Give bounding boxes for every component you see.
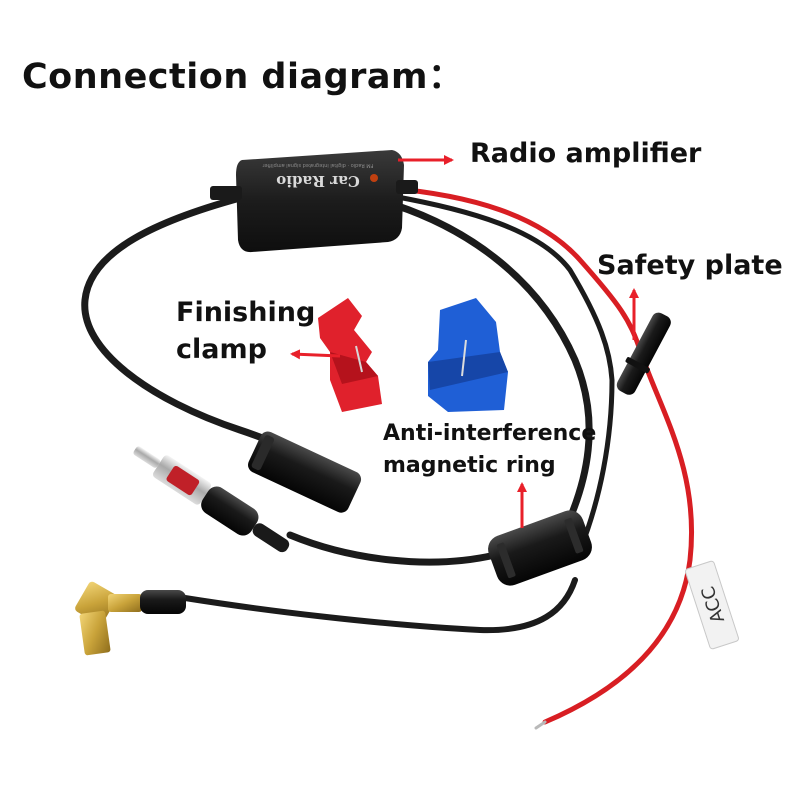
- acc-tag: ACC: [685, 560, 739, 650]
- magnetic-ring: [488, 510, 592, 586]
- fuse-holder: [616, 312, 671, 395]
- blue-finishing-clamp: [428, 298, 508, 412]
- amplifier-brand-text: Car Radio: [276, 172, 360, 190]
- label-safety-plate: Safety plate: [597, 250, 783, 281]
- din-cable: [286, 531, 499, 566]
- arrow-finishing-clamp: [290, 349, 341, 360]
- label-magnetic-ring-line1: Anti-interference: [383, 421, 597, 446]
- diagram-title: Connection diagram：: [22, 57, 464, 97]
- smb-gold-plug: [75, 581, 186, 656]
- label-finishing-clamp: Finishing clamp: [176, 294, 315, 368]
- radio-amplifier-box: Car Radio FM Radio · digital integrated …: [210, 150, 418, 253]
- bare-wire-end: [534, 720, 547, 730]
- fm-female-connector: [248, 431, 362, 513]
- red-finishing-clamp: [318, 298, 382, 412]
- amplifier-fine-print: FM Radio · digital integrated signal amp…: [262, 162, 374, 168]
- din-male-plug: [133, 446, 290, 553]
- label-finishing-clamp-line2: clamp: [176, 334, 267, 365]
- label-radio-amplifier: Radio amplifier: [470, 138, 702, 169]
- label-finishing-clamp-line1: Finishing: [176, 297, 316, 328]
- ring-cable: [391, 201, 593, 544]
- smb-cable: [182, 577, 578, 634]
- label-magnetic-ring-line2: magnetic ring: [383, 453, 556, 478]
- label-magnetic-ring: Anti-interference magnetic ring: [383, 418, 596, 482]
- ground-wire: [389, 193, 615, 553]
